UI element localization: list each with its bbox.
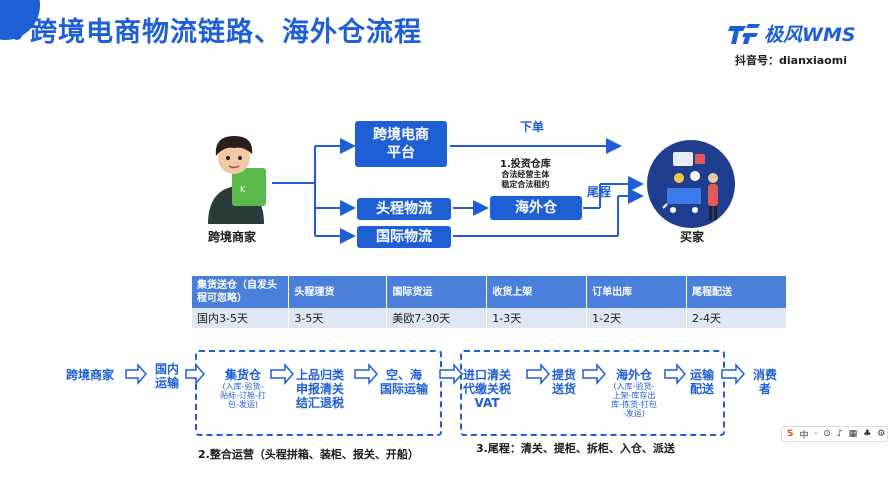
buyer-shopping-icon <box>647 140 735 228</box>
last-mile-label: 尾程 <box>587 185 612 199</box>
caption-integrated-ops: 2.整合运营（头程拼箱、装柜、报关、开船） <box>198 448 419 461</box>
ime-logo-icon[interactable]: S <box>787 429 794 439</box>
invest-note-line: 稳定合法租约 <box>501 180 550 189</box>
svg-text:K: K <box>240 185 246 194</box>
integrated-ops-box <box>195 350 442 436</box>
flow-consumer: 消费 者 <box>753 368 778 396</box>
intl-logistics-node: 国际物流 <box>357 226 451 248</box>
ime-toolbar[interactable]: S 中 · ⊙ ♪ ▦ ♣ ⚙ <box>781 426 888 442</box>
ime-voice-icon[interactable]: ♪ <box>836 429 843 439</box>
table-cell: 2-4天 <box>686 308 787 328</box>
table-header-cell: 国际货运 <box>386 276 488 308</box>
table-header-cell: 收货上架 <box>486 276 588 308</box>
table-cell: 1-3天 <box>486 308 588 328</box>
flow-domestic: 国内 运输 <box>155 362 180 390</box>
top-flow-connectors <box>272 138 644 244</box>
logo-mark-icon <box>728 23 760 44</box>
buyer-label: 买家 <box>680 230 705 244</box>
flow-collect-title: 集货仓 <box>224 368 261 382</box>
table-row: 国内3-5天 3-5天 美欧7-30天 1-3天 1-2天 2-4天 <box>192 308 787 328</box>
invest-note: 1.投资仓库 合法经营主体 稳定合法租约 <box>500 155 551 190</box>
table-cell: 3-5天 <box>288 308 388 328</box>
flow-import: 进口清关 代缴关税 VAT <box>463 368 512 410</box>
table-header-cell: 订单出库 <box>586 276 688 308</box>
flow-warehouse: 海外仓 (入库-验货- 上架-库存出 库-拣货-打包 -发运) <box>605 368 663 418</box>
table-header-row: 集货送仓（自发头程可忽略） 头程理货 国际货运 收货上架 订单出库 尾程配送 <box>192 276 787 308</box>
table-cell: 国内3-5天 <box>192 308 290 328</box>
ime-keyboard-icon[interactable]: ▦ <box>848 429 858 439</box>
platform-node: 跨境电商 平台 <box>355 121 447 167</box>
invest-note-line: 1.投资仓库 <box>500 159 551 170</box>
flow-pickup: 提货 送货 <box>552 368 577 396</box>
seller-avatar-icon: K <box>208 136 266 224</box>
page-title: 跨境电商物流链路、海外仓流程 <box>30 17 422 48</box>
invest-note-line: 合法经营主体 <box>501 170 550 179</box>
overseas-warehouse-node: 海外仓 <box>490 196 582 220</box>
ime-lang-toggle[interactable]: 中 <box>799 430 809 441</box>
ime-skin-icon[interactable]: ♣ <box>863 429 872 439</box>
table-cell: 美欧7-30天 <box>386 308 488 328</box>
table-cell: 1-2天 <box>586 308 688 328</box>
first-leg-node: 头程物流 <box>357 198 451 220</box>
order-label: 下单 <box>520 120 545 134</box>
flow-transport: 空、海 国际运输 <box>380 368 429 396</box>
last-mile-box <box>460 350 725 436</box>
flow-collect: 集货仓 (入库-验货- 贴标-订舱-打 包-发运) <box>212 368 274 409</box>
douyin-account: 抖音号：dianxiaomi <box>735 54 847 67</box>
brand-logo: 极风WMS <box>728 20 856 47</box>
table-header-cell: 头程理货 <box>288 276 388 308</box>
flow-warehouse-title: 海外仓 <box>615 368 652 382</box>
logo-text: 极风WMS <box>764 24 856 46</box>
ime-emoji-icon[interactable]: ⊙ <box>823 429 831 439</box>
flow-listing: 上品归类 申报清关 结汇退税 <box>296 368 345 410</box>
ime-punct-icon[interactable]: · <box>814 429 818 439</box>
seller-label: 跨境商家 <box>208 230 257 244</box>
table-header-cell: 集货送仓（自发头程可忽略） <box>192 276 290 308</box>
bottom-flow-arrows <box>125 363 746 385</box>
ime-settings-icon[interactable]: ⚙ <box>877 429 886 439</box>
flow-start: 跨境商家 <box>66 368 115 382</box>
caption-last-mile: 3.尾程：清关、提柜、拆柜、入仓、派送 <box>476 442 675 455</box>
flow-ship: 运输 配送 <box>690 368 715 396</box>
timing-table: 集货送仓（自发头程可忽略） 头程理货 国际货运 收货上架 订单出库 尾程配送 国… <box>192 276 787 328</box>
flow-warehouse-sub: (入库-验货- 上架-库存出 库-拣货-打包 -发运) <box>611 382 657 418</box>
title-bullet <box>12 30 22 40</box>
flow-collect-sub: (入库-验货- 贴标-订舱-打 包-发运) <box>220 382 266 409</box>
table-header-cell: 尾程配送 <box>686 276 787 308</box>
